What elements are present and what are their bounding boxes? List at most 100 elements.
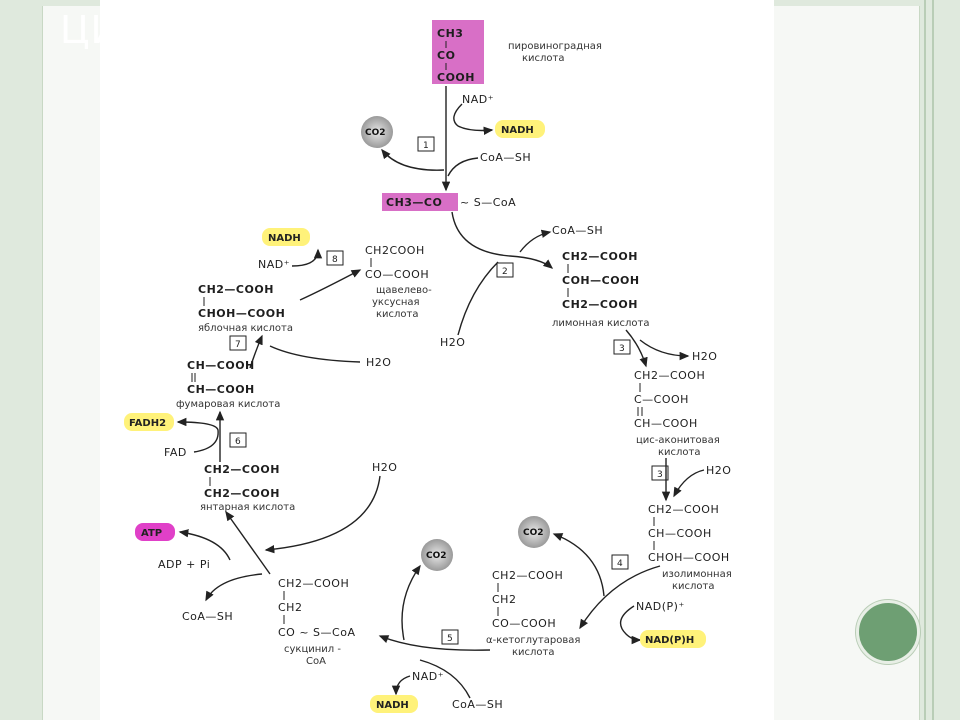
- fumarate-r1: CH—COOH: [187, 359, 255, 372]
- step3b-number: 3: [657, 470, 663, 480]
- oxaloacetate-name-3: кислота: [376, 309, 419, 320]
- step3a-box: [613, 339, 631, 355]
- step5-co2-cloud: [421, 539, 453, 571]
- step4-nadp-plus: NAD(P)⁺: [636, 600, 685, 613]
- step3a-h2o: H2O: [692, 350, 717, 363]
- step4-nadph: NAD(P)H: [645, 635, 694, 646]
- oxaloacetate-name-1: щавелево-: [376, 285, 432, 296]
- step5-nadh-highlight: [370, 695, 418, 713]
- isocitrate-name-2: кислота: [672, 581, 715, 592]
- citrate-r1: CH2—COOH: [562, 250, 638, 263]
- step5-nadh: NADH: [376, 700, 409, 711]
- cis-aconitate-name-2: кислота: [658, 447, 701, 458]
- citrate-r3: CH2—COOH: [562, 298, 638, 311]
- step4-co2-cloud: [518, 516, 550, 548]
- step8-box: [326, 250, 344, 266]
- step7-box: [229, 335, 247, 351]
- succinyl-coa-r3: CO ~ S—CoA: [278, 626, 355, 639]
- pyruvate-ch3: CH3: [437, 27, 463, 40]
- step1-nadh: NADH: [501, 125, 534, 136]
- step5-nad-plus: NAD⁺: [412, 670, 444, 683]
- oxaloacetate-name-2: уксусная: [372, 297, 420, 308]
- succinate-r1: CH2—COOH: [204, 463, 280, 476]
- pyruvate-name-1: пировиноградная: [508, 41, 602, 52]
- isocitrate-r3: CHOH—COOH: [648, 551, 730, 564]
- pyruvate-name-2: кислота: [522, 53, 565, 64]
- pyruvate-cooh: COOH: [437, 71, 475, 84]
- step2-coa-sh: CoA—SH: [552, 224, 603, 237]
- slide-left-border: [0, 0, 42, 720]
- acetyl-coa-highlight: [382, 193, 458, 211]
- step5-coa-sh: CoA—SH: [452, 698, 503, 711]
- slide-title: ЦИ: [60, 8, 120, 52]
- pyruvate-co: CO: [437, 49, 455, 62]
- isocitrate-r2: CH—COOH: [648, 527, 712, 540]
- ketoglutarate-name-2: кислота: [512, 647, 555, 658]
- isocitrate-name-1: изолимонная: [662, 569, 732, 580]
- atp-step-h2o: H2O: [372, 461, 397, 474]
- step3b-h2o: H2O: [706, 464, 731, 477]
- cis-aconitate-name-1: цис-аконитовая: [636, 435, 720, 446]
- step2-h2o: H2O: [440, 336, 465, 349]
- oxaloacetate-r1: CH2COOH: [365, 244, 425, 257]
- acetyl-coa-tail: ~ S—CoA: [460, 196, 516, 209]
- step6-fadh2: FADH2: [129, 418, 166, 429]
- step4-nadph-highlight: [640, 630, 706, 648]
- step5-box: [441, 629, 459, 645]
- ketoglutarate-r3: CO—COOH: [492, 617, 556, 630]
- malate-r2: CHOH—COOH: [198, 307, 285, 320]
- step6-fadh2-highlight: [124, 413, 174, 431]
- ketoglutarate-r1: CH2—COOH: [492, 569, 563, 582]
- step7-h2o: H2O: [366, 356, 391, 369]
- step1-nad-plus: NAD⁺: [462, 93, 494, 106]
- step6-number: 6: [235, 437, 241, 447]
- cis-aconitate-r2: C—COOH: [634, 393, 689, 406]
- atp-highlight: [135, 523, 175, 541]
- adp-label: ADP + Pi: [158, 558, 210, 571]
- fumarate-r2: CH—COOH: [187, 383, 255, 396]
- step5-number: 5: [447, 634, 453, 644]
- step2-number: 2: [502, 267, 508, 277]
- succinyl-coa-r2: CH2: [278, 601, 302, 614]
- cis-aconitate-r3: CH—COOH: [634, 417, 698, 430]
- succinyl-coa-name-2: CoA: [306, 656, 326, 667]
- succinyl-coa-name-1: сукцинил -: [284, 644, 341, 655]
- step8-nadh-highlight: [262, 228, 310, 246]
- malate-name: яблочная кислота: [198, 323, 293, 334]
- step8-nad-plus: NAD⁺: [258, 258, 290, 271]
- oxaloacetate-r2: CO—COOH: [365, 268, 429, 281]
- ketoglutarate-r2: CH2: [492, 593, 516, 606]
- step6-fad: FAD: [164, 446, 187, 459]
- step4-co2: CO2: [523, 528, 544, 538]
- step2-box: [496, 262, 514, 278]
- ketoglutarate-name-1: α-кетоглутаровая: [486, 635, 580, 646]
- step1-nadh-highlight: [495, 120, 545, 138]
- decorative-green-circle: [856, 600, 920, 664]
- pyruvate-highlight: [432, 20, 484, 84]
- fumarate-name: фумаровая кислота: [176, 399, 280, 410]
- cis-aconitate-r1: CH2—COOH: [634, 369, 705, 382]
- slide-right-border: [918, 0, 960, 720]
- step8-number: 8: [332, 255, 338, 265]
- succinate-r2: CH2—COOH: [204, 487, 280, 500]
- step3b-box: [651, 465, 669, 481]
- succinyl-coa-r1: CH2—COOH: [278, 577, 349, 590]
- step4-number: 4: [617, 559, 623, 569]
- citrate-name: лимонная кислота: [552, 318, 649, 329]
- step8-nadh: NADH: [268, 233, 301, 244]
- step4-box: [611, 554, 629, 570]
- step6-box: [229, 432, 247, 448]
- step3a-number: 3: [619, 344, 625, 354]
- step1-coa-sh: CoA—SH: [480, 151, 531, 164]
- step1-co2: CO2: [365, 128, 386, 138]
- malate-r1: CH2—COOH: [198, 283, 274, 296]
- step1-number: 1: [423, 141, 429, 151]
- step5-co2: CO2: [426, 551, 447, 561]
- succinate-name: янтарная кислота: [200, 502, 295, 513]
- isocitrate-r1: CH2—COOH: [648, 503, 719, 516]
- acetyl-coa-formula: CH3—CO: [386, 196, 442, 209]
- step1-box: [417, 136, 435, 152]
- citrate-r2: COH—COOH: [562, 274, 640, 287]
- step7-number: 7: [235, 340, 241, 350]
